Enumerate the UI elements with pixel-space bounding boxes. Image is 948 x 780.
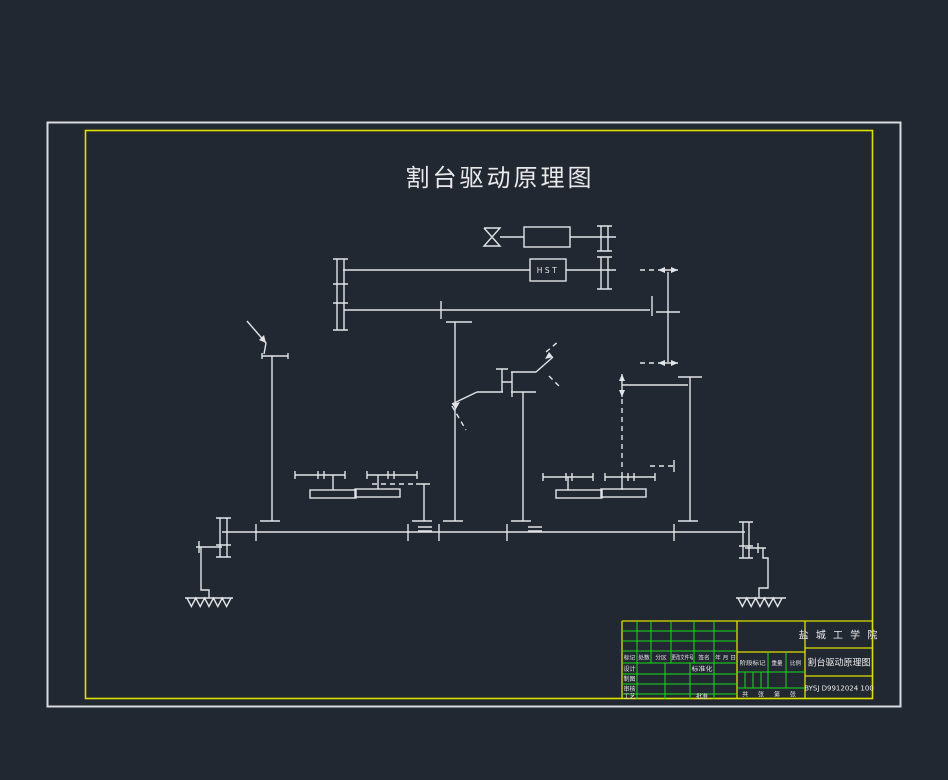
title-block-yellow-lines <box>621 620 873 699</box>
title-block-green-grid <box>622 621 805 699</box>
scale-label: 比例 <box>790 659 802 667</box>
stage-mark-label: 阶段标记 <box>740 659 767 667</box>
header-cell-file-no: 更改文件号 <box>672 654 694 662</box>
weight-label: 重量 <box>771 659 783 667</box>
header-cell-signature: 签名 <box>698 654 710 662</box>
hst-label: HST <box>537 266 559 275</box>
right-cutter-bar-a <box>555 489 603 499</box>
outer-frame-border <box>46 121 902 708</box>
hst-box <box>529 258 567 282</box>
kinematic-diagram <box>185 225 786 609</box>
role-process: 工艺 <box>623 693 635 701</box>
header-cell-mark: 标记 <box>624 654 636 662</box>
role-draft: 制图 <box>623 675 635 683</box>
inner-frame-border <box>84 129 874 700</box>
role-design: 设计 <box>623 665 635 673</box>
engine-box <box>523 226 571 248</box>
drawing-code: BYSJ D9912024 100 <box>804 685 874 693</box>
header-cell-zone: 分区 <box>655 654 667 662</box>
drawing-title: 割台驱动原理图 <box>406 164 595 192</box>
left-cutter-bar-b <box>354 488 401 498</box>
drawing-name: 割台驱动原理图 <box>807 657 870 669</box>
title-block-header-row: 标记 处数 分区 更改文件号 签名 年 月 日 <box>624 654 736 662</box>
title-block-stage-row: 阶段标记 重量 比例 共 张 第 张 <box>740 659 802 699</box>
role-check: 审核 <box>623 685 635 693</box>
role-standardization: 标准化 <box>692 665 713 673</box>
title-block-role-rows: 设计 制图 审核 工艺 标准化 批准 <box>623 665 712 701</box>
sheet-frame <box>46 121 902 708</box>
left-cutter-bar-a <box>309 489 357 499</box>
header-cell-date: 年 月 日 <box>715 654 736 662</box>
arrowheads <box>259 267 678 409</box>
right-cutter-bar-b <box>600 488 647 498</box>
title-block: 标记 处数 分区 更改文件号 签名 年 月 日 设计 制图 审核 工艺 标准化 … <box>621 620 880 701</box>
schematic-dashed-lines <box>372 269 674 485</box>
role-approve: 批准 <box>696 693 708 701</box>
title-block-right-column: 盐 城 工 学 院 割台驱动原理图 BYSJ D9912024 100 <box>799 629 880 693</box>
school-name: 盐 城 工 学 院 <box>799 629 880 642</box>
header-cell-count: 处数 <box>638 654 650 662</box>
schematic-solid-lines <box>185 225 786 609</box>
sheet-count-label: 共 张 第 张 <box>742 691 800 699</box>
